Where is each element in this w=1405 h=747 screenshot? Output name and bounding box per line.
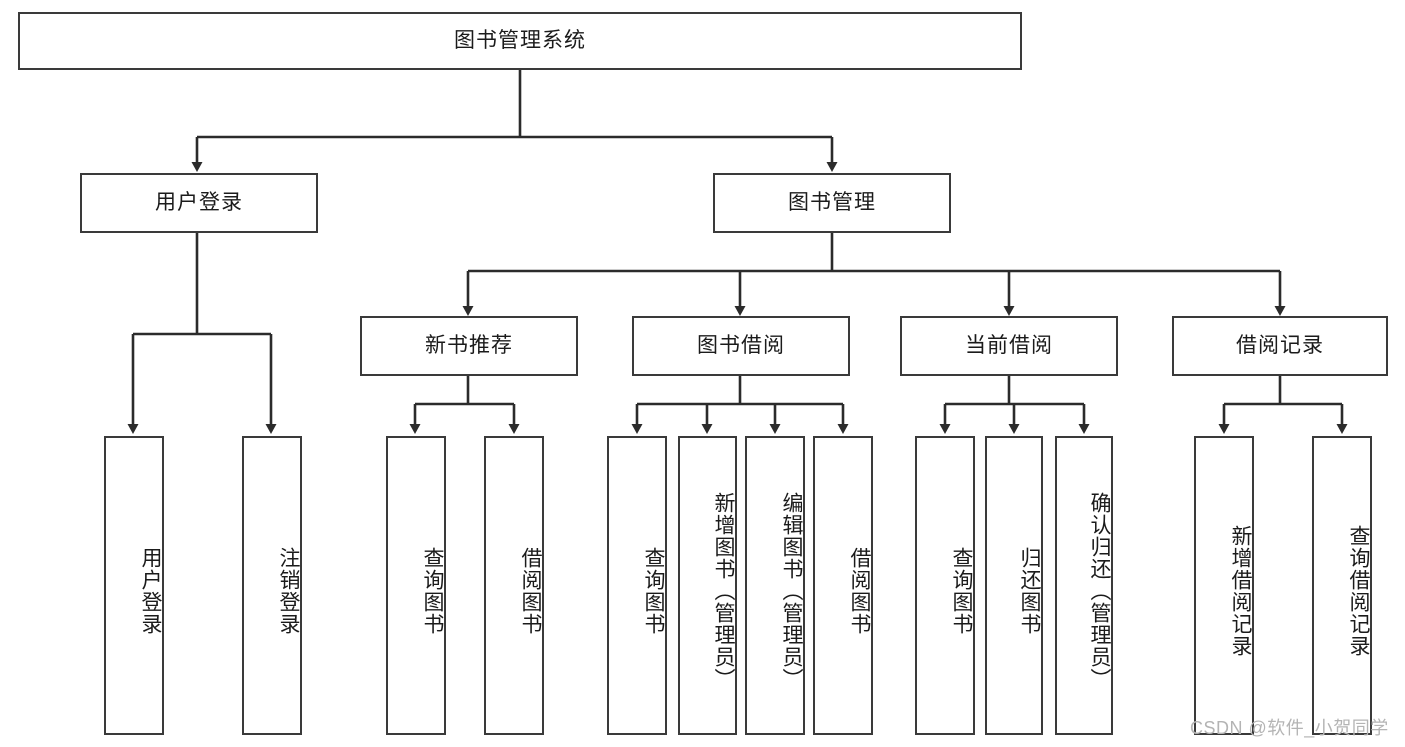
- node-label: 借阅图书: [519, 546, 542, 635]
- node-label: 图书管理: [788, 191, 876, 215]
- node-label: 用户登录: [155, 191, 243, 215]
- node-label: 图书管理系统: [454, 29, 586, 53]
- node-label: 确认归还（管理员）: [1088, 491, 1111, 690]
- csdn-watermark: CSDN @软件_小贺同学: [1190, 718, 1389, 738]
- node-book-borrow[interactable]: 图书借阅: [632, 316, 850, 376]
- leaf-book-borrow-borrow[interactable]: 借阅图书: [813, 436, 873, 735]
- node-label: 编辑图书（管理员）: [780, 491, 803, 690]
- node-root-book-management-system[interactable]: 图书管理系统: [18, 12, 1022, 70]
- leaf-new-book-query[interactable]: 查询图书: [386, 436, 446, 735]
- node-book-management[interactable]: 图书管理: [713, 173, 951, 233]
- node-label: 新增图书（管理员）: [712, 491, 735, 690]
- node-label: 查询借阅记录: [1347, 524, 1370, 657]
- node-label: 新书推荐: [425, 334, 513, 358]
- node-user-login[interactable]: 用户登录: [80, 173, 318, 233]
- node-label: 借阅记录: [1236, 334, 1324, 358]
- leaf-borrow-record-add[interactable]: 新增借阅记录: [1194, 436, 1254, 735]
- leaf-current-borrow-confirm-admin[interactable]: 确认归还（管理员）: [1055, 436, 1113, 735]
- leaf-book-borrow-add-admin[interactable]: 新增图书（管理员）: [678, 436, 737, 735]
- leaf-user-login-logout[interactable]: 注销登录: [242, 436, 302, 735]
- node-label: 查询图书: [950, 546, 973, 635]
- node-label: 用户登录: [139, 546, 162, 635]
- node-label: 借阅图书: [848, 546, 871, 635]
- leaf-book-borrow-query[interactable]: 查询图书: [607, 436, 667, 735]
- leaf-new-book-borrow[interactable]: 借阅图书: [484, 436, 544, 735]
- leaf-borrow-record-query[interactable]: 查询借阅记录: [1312, 436, 1372, 735]
- node-new-book-recommend[interactable]: 新书推荐: [360, 316, 578, 376]
- node-label: 新增借阅记录: [1229, 524, 1252, 657]
- leaf-current-borrow-query[interactable]: 查询图书: [915, 436, 975, 735]
- node-label: 图书借阅: [697, 334, 785, 358]
- node-label: 查询图书: [642, 546, 665, 635]
- node-borrow-record[interactable]: 借阅记录: [1172, 316, 1388, 376]
- node-current-borrow[interactable]: 当前借阅: [900, 316, 1118, 376]
- leaf-current-borrow-return[interactable]: 归还图书: [985, 436, 1043, 735]
- node-label: 当前借阅: [965, 334, 1053, 358]
- node-label: 归还图书: [1018, 546, 1041, 635]
- node-label: 注销登录: [277, 546, 300, 635]
- node-label: 查询图书: [421, 546, 444, 635]
- leaf-user-login-login[interactable]: 用户登录: [104, 436, 164, 735]
- leaf-book-borrow-edit-admin[interactable]: 编辑图书（管理员）: [745, 436, 805, 735]
